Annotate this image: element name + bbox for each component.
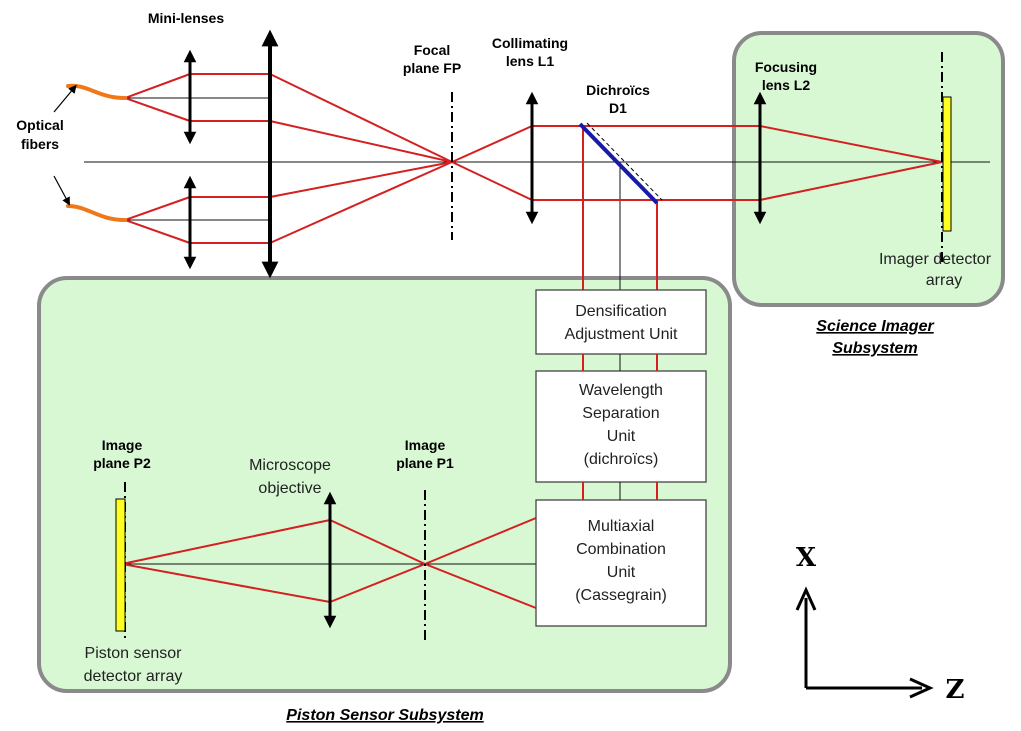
piston-sensor-detector-array (115, 498, 126, 632)
collimating-lens-label-line1: Collimating (492, 35, 568, 51)
focusing-lens-label-line2: lens L2 (762, 77, 810, 93)
piston-detector-label-line1: Piston sensor (85, 645, 183, 662)
science-subsystem-title-line1: Science Imager (816, 318, 934, 335)
dichroic-d1 (578, 122, 663, 205)
multiaxial-label-line3: Unit (607, 564, 636, 581)
image-plane-p2-label-line1: Image (102, 437, 143, 453)
xz-axes (795, 586, 934, 699)
unit-boxes (535, 289, 707, 627)
wavelength-label-line4: (dichroïcs) (584, 451, 659, 468)
microscope-label-line2: objective (258, 480, 321, 497)
axis-z-label: Z (946, 675, 965, 705)
optical-fibers-label-line1: Optical (16, 117, 63, 133)
focal-plane-label-line1: Focal (414, 42, 451, 58)
microscope-label-line1: Microscope (249, 457, 331, 474)
optical-fibers-label-line2: fibers (21, 136, 59, 152)
wavelength-label-line2: Separation (582, 405, 659, 422)
focusing-lens-label-line1: Focusing (755, 59, 817, 75)
multiaxial-label-line2: Combination (576, 541, 666, 558)
lenses (183, 29, 767, 629)
fiber-pointer-arrows (53, 84, 77, 206)
dichroics-label-line1: Dichroïcs (586, 82, 650, 98)
image-plane-p1-label-line1: Image (405, 437, 446, 453)
mini-lenses-label: Mini-lenses (148, 10, 224, 26)
piston-detector-label-line2: detector array (84, 668, 183, 685)
wavelength-label-line3: Unit (607, 428, 636, 445)
science-subsystem-title-line2: Subsystem (832, 340, 917, 357)
axis-x-label: X (796, 543, 817, 573)
dichroics-label-line2: D1 (609, 100, 627, 116)
multiaxial-label-line1: Multiaxial (588, 518, 655, 535)
densification-label-line2: Adjustment Unit (565, 326, 678, 343)
densification-adjustment-unit (535, 289, 707, 355)
beam-links (582, 354, 658, 500)
imager-detector-label-line1: Imager detector (879, 251, 992, 268)
wavelength-separation-unit (535, 370, 707, 483)
imager-detector-array (942, 96, 952, 232)
optical-fibers (66, 83, 127, 222)
image-plane-p2-label-line2: plane P2 (93, 455, 151, 471)
wavelength-label-line1: Wavelength (579, 382, 663, 399)
densification-label-line1: Densification (575, 303, 667, 320)
imager-detector-label-line2: array (926, 272, 962, 289)
multiaxial-combination-unit (535, 499, 707, 627)
piston-subsystem-title: Piston Sensor Subsystem (286, 707, 483, 724)
focal-plane-label-line2: plane FP (403, 60, 461, 76)
image-plane-p1-label-line2: plane P1 (396, 455, 454, 471)
collimating-lens-label-line2: lens L1 (506, 53, 554, 69)
multiaxial-label-line4: (Cassegrain) (575, 587, 667, 604)
science-imager-subsystem-panel (732, 31, 1005, 307)
